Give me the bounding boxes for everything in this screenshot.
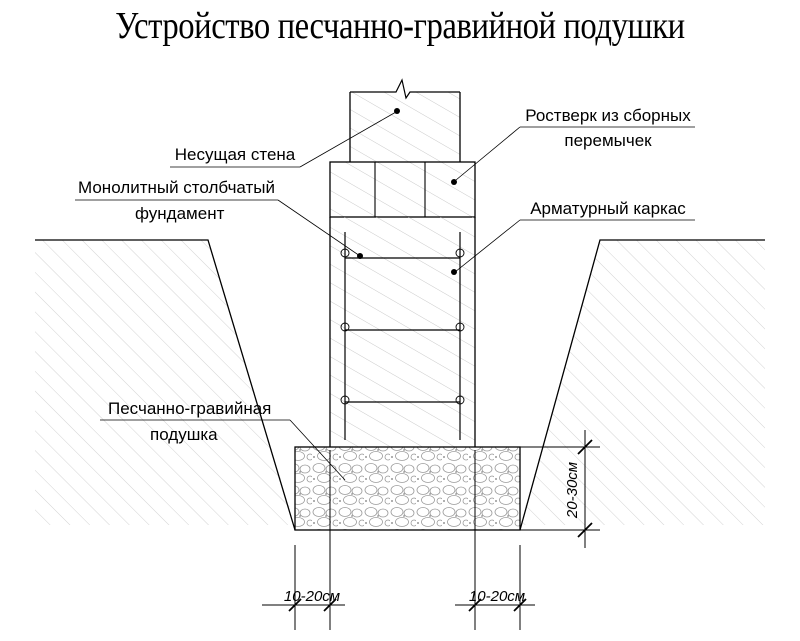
label-wall: Несущая стена: [175, 145, 296, 164]
bearing-wall: [349, 78, 461, 162]
dim-left-offset: [262, 450, 345, 630]
dim-cushion-height: [520, 430, 600, 548]
dim-cushion-height-label: 20-30см: [564, 462, 581, 519]
label-grillage-line1: Ростверк из сборных: [525, 106, 691, 125]
label-frame: Арматурный каркас: [530, 199, 686, 218]
label-foundation-line2: фундамент: [135, 204, 225, 223]
leader-cushion: [100, 419, 346, 481]
dim-right-offset: [455, 450, 535, 630]
leader-frame: [454, 219, 695, 273]
column-foundation: [329, 217, 476, 447]
label-grillage-line2: перемычек: [564, 131, 652, 150]
label-foundation-line1: Монолитный столбчатый: [78, 178, 275, 197]
label-cushion-line2: подушка: [150, 425, 218, 444]
dim-right-offset-label: 10-20см: [469, 588, 525, 605]
diagram-title: Устройство песчанно-гравийной подушки: [115, 5, 685, 47]
soil-left: [35, 240, 295, 525]
rebar-cage: [340, 232, 465, 440]
grillage-lintels: [329, 161, 476, 218]
leader-grillage: [455, 126, 695, 181]
leader-wall: [170, 111, 397, 168]
trench-outline: [35, 239, 765, 531]
soil-right: [520, 240, 765, 525]
leader-foundation: [75, 199, 361, 257]
label-cushion-line1: Песчанно-гравийная: [108, 399, 271, 418]
sand-gravel-cushion: [294, 446, 521, 531]
dim-left-offset-label: 10-20см: [284, 588, 340, 605]
